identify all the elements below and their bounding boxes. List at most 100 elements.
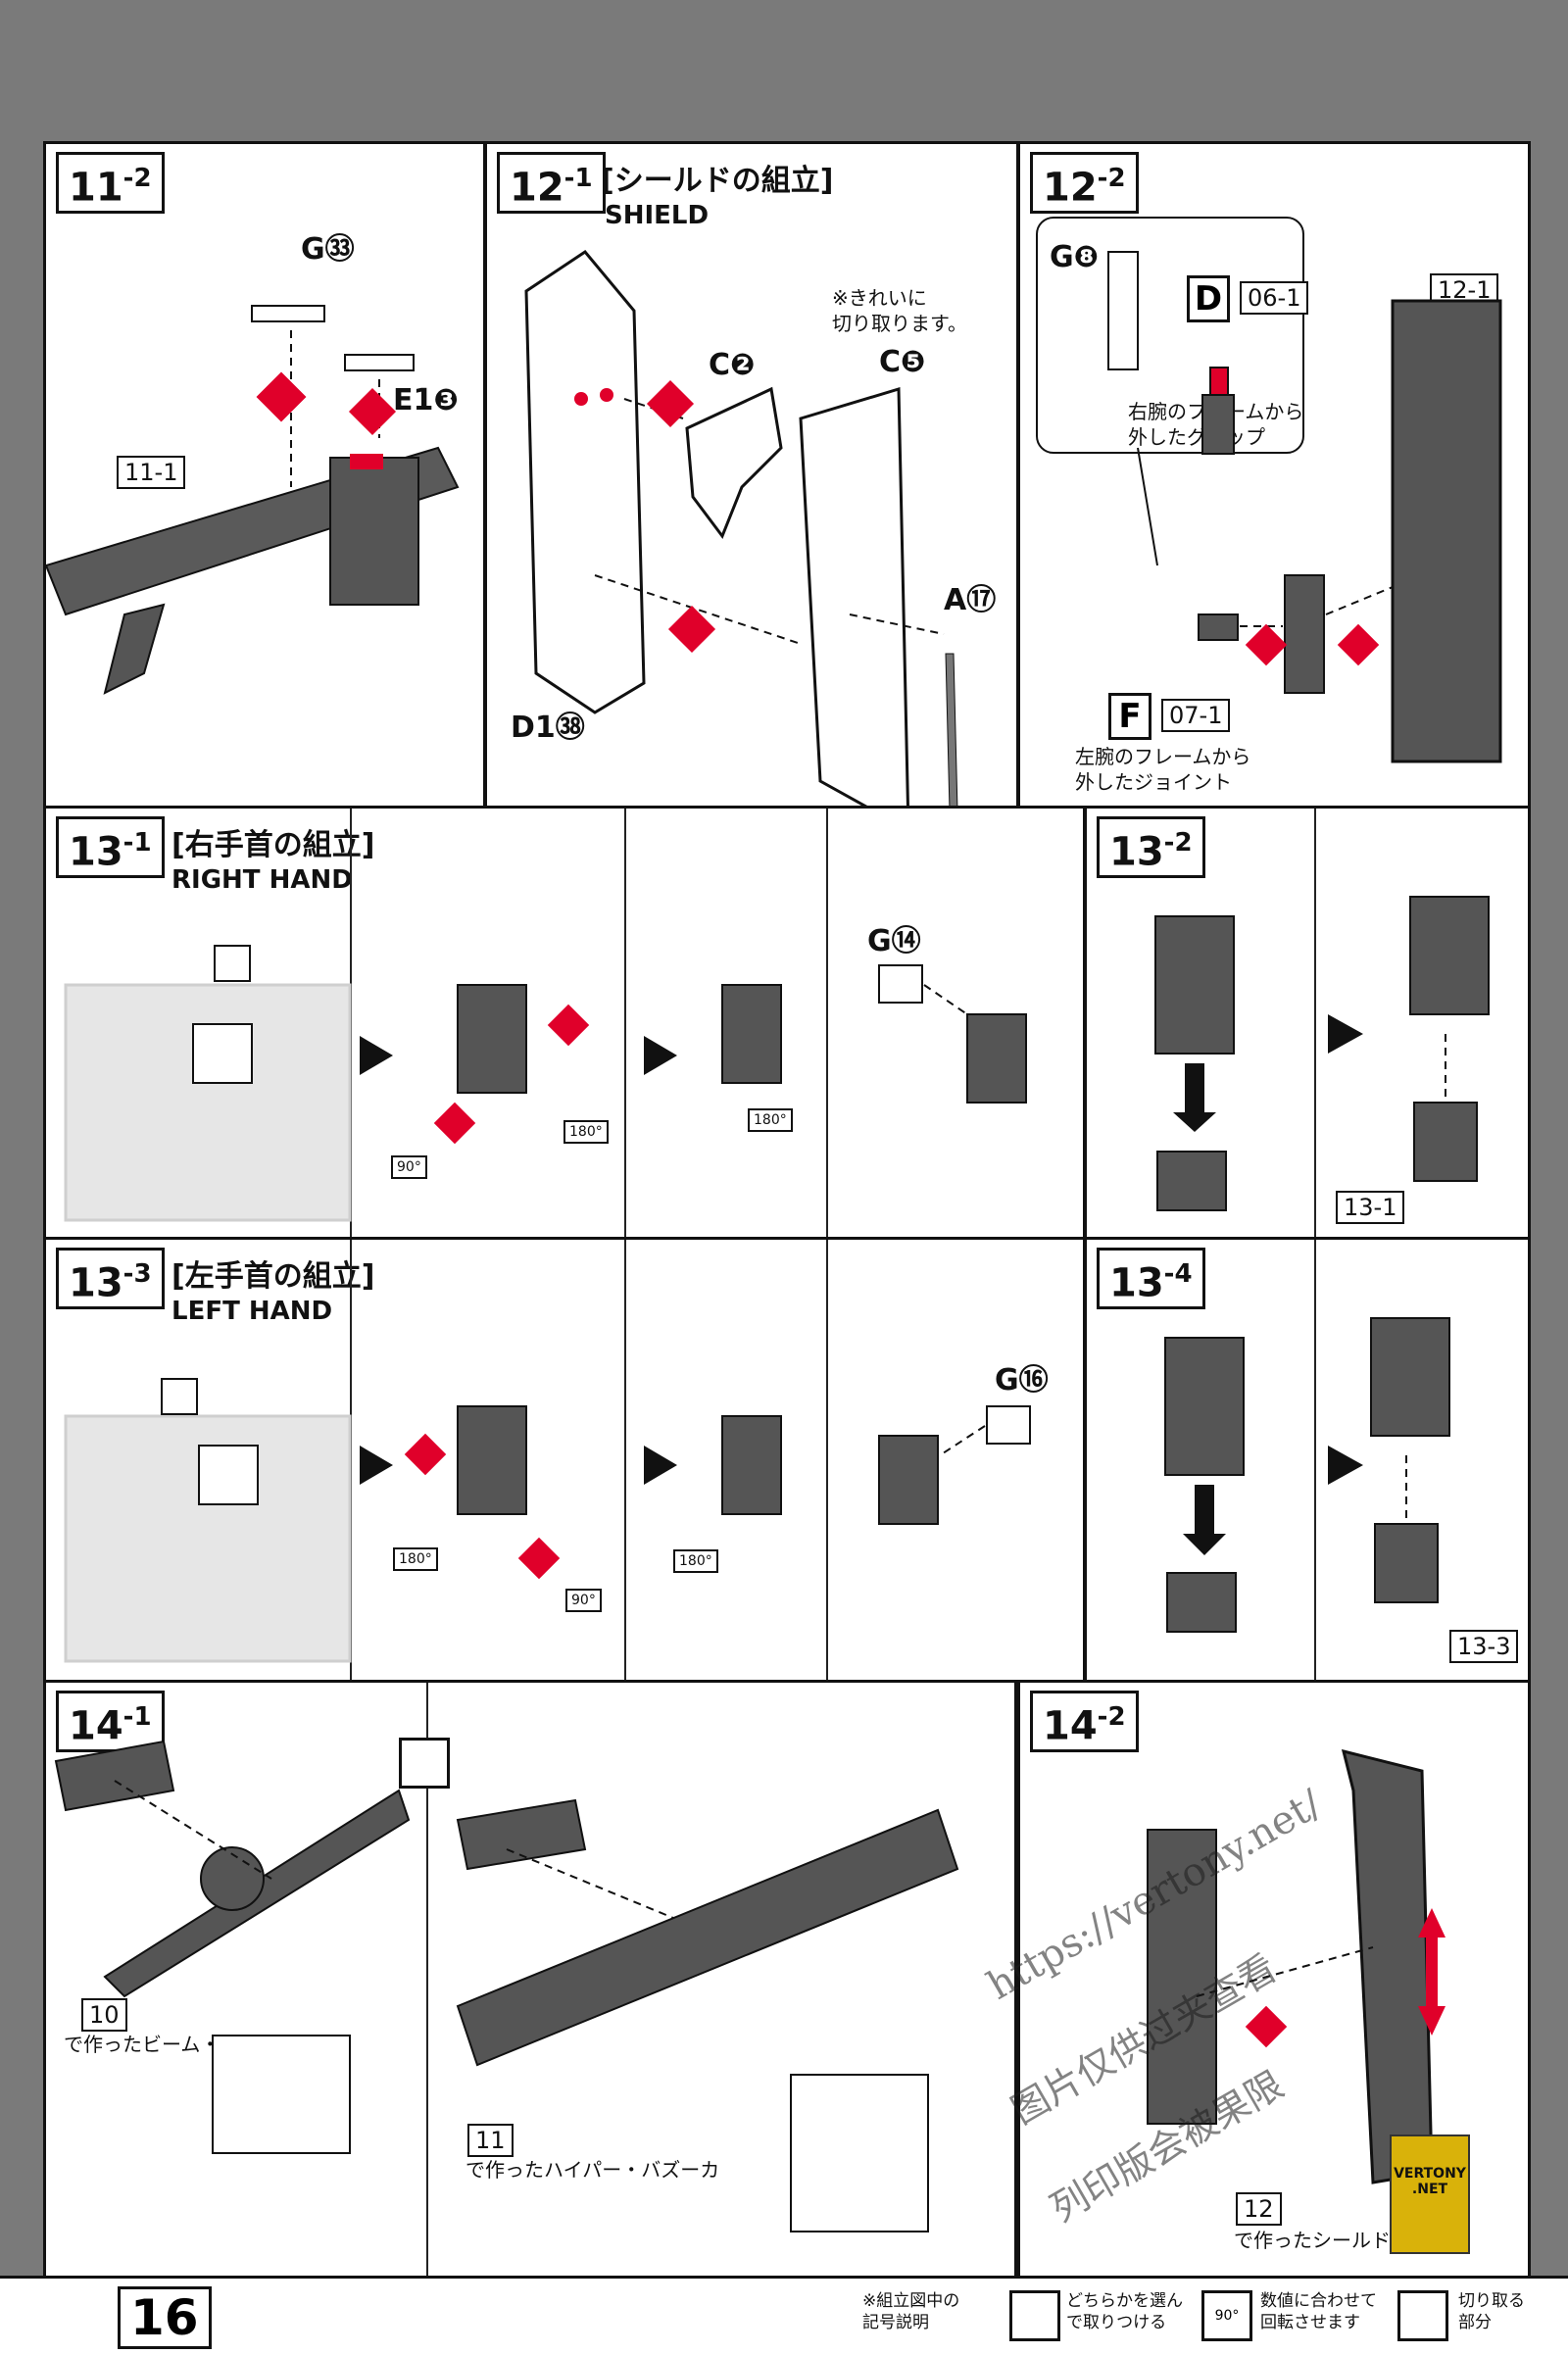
hand-part <box>457 984 527 1094</box>
shield-front-plate <box>799 386 909 807</box>
step-number: 13-1 <box>56 816 165 879</box>
forearm-part <box>1154 915 1235 1055</box>
panel-13-2: 13-2 13-1 <box>1084 806 1531 1241</box>
nipper-icon <box>214 945 251 982</box>
panel-subtitle: SHIELD <box>605 201 710 230</box>
step-main: 13 <box>69 829 123 875</box>
forearm-part <box>1164 1337 1245 1476</box>
forearm-part <box>1370 1317 1450 1437</box>
grip-part <box>1107 251 1139 370</box>
step-number: 12-1 <box>497 152 606 215</box>
vertony-badge: VERTONY .NET <box>1390 2134 1470 2254</box>
next-arrow <box>360 1036 393 1075</box>
ref-step-12: 12 <box>1236 2192 1282 2226</box>
ref-step-11-1: 11-1 <box>117 456 186 489</box>
rotate-90: 90° <box>391 1155 427 1179</box>
rotate-180: 180° <box>393 1547 438 1571</box>
detail-callout <box>790 2074 929 2232</box>
hand-part <box>721 984 782 1084</box>
part-label-c5: C❺ <box>879 345 926 379</box>
panel-13-4: 13-4 13-3 <box>1084 1237 1531 1684</box>
runner-frame <box>64 983 352 1222</box>
step-number: 14-1 <box>56 1691 165 1753</box>
rotate-90: 90° <box>565 1589 602 1612</box>
footer-legend: 16 ※組立図中の 記号説明 どちらかを選ん で取りつける 90° 数値に合わせ… <box>0 2276 1568 2355</box>
ref-step-06-1: 06-1 <box>1240 281 1309 315</box>
divider <box>624 1240 626 1681</box>
panel-title: [シールドの組立] <box>601 164 834 198</box>
hand-part <box>1156 1151 1227 1211</box>
panel-subtitle: RIGHT HAND <box>172 865 353 895</box>
part-label-g8: G❽ <box>1050 240 1100 274</box>
part-e1-shape <box>344 354 415 371</box>
badge-bottom: .NET <box>1411 2182 1448 2197</box>
step-number: 13-4 <box>1097 1248 1205 1310</box>
ref-step-07-1: 07-1 <box>1161 699 1231 732</box>
grip-assembly <box>1284 574 1325 694</box>
step-number: 11-2 <box>56 152 165 215</box>
shield-inner-frame <box>524 250 646 714</box>
step-sub: -1 <box>122 828 152 858</box>
panel-12-2: 12-2 G❽ D 06-1 右腕のフレームから 外したグリップ 12-1 F … <box>1017 141 1531 810</box>
part-label-d1-38: D1㊳ <box>511 711 585 745</box>
divider <box>826 809 828 1238</box>
part-label-g14: G⑭ <box>867 924 921 958</box>
joint-part <box>1198 613 1239 641</box>
joint-note: 左腕のフレームから 外したジョイント <box>1075 745 1251 794</box>
choose-one-icon <box>399 1738 450 1789</box>
runner-tag-f: F <box>1108 693 1152 740</box>
nipper-icon <box>161 1378 198 1415</box>
step-sub: -2 <box>1097 164 1126 193</box>
step-main: 14 <box>69 1703 123 1749</box>
badge-top: VERTONY <box>1394 2166 1466 2182</box>
rotate-icon: 90° <box>1201 2290 1252 2341</box>
part-label-g16: G⑯ <box>995 1363 1049 1398</box>
red-peg <box>1209 367 1229 396</box>
divider <box>1314 1240 1316 1681</box>
step-sub: -4 <box>1163 1259 1193 1289</box>
shield-attach-illustration <box>1147 1748 1446 2184</box>
part-label-a17: A⑰ <box>944 583 997 617</box>
hand-part <box>457 1405 527 1515</box>
hand-part <box>1374 1523 1439 1603</box>
step-main: 12 <box>1043 165 1098 211</box>
divider <box>426 1683 428 2277</box>
page-number: 16 <box>118 2286 212 2349</box>
legend-title: ※組立図中の 記号説明 <box>862 2291 960 2332</box>
forearm-part <box>1409 896 1490 1015</box>
rotate-180: 180° <box>673 1549 718 1573</box>
next-arrow <box>1328 1446 1363 1485</box>
part-g33-shape <box>251 305 325 322</box>
part-g16-shape <box>986 1405 1031 1445</box>
divider <box>826 1240 828 1681</box>
part-label-e1-3: E1❸ <box>393 383 459 417</box>
step-sub: -3 <box>122 1259 152 1289</box>
wrist-illustration <box>1154 896 1490 1211</box>
part-label-g33: G㉝ <box>301 232 355 267</box>
step-sub: -2 <box>1163 828 1193 858</box>
down-arrow <box>1173 1063 1216 1132</box>
hand-part <box>1413 1102 1478 1182</box>
step-sub: -1 <box>564 164 593 193</box>
shield-grip-illustration <box>1107 251 1502 763</box>
bazooka-label: で作ったハイパー・バズーカ <box>466 2158 720 2182</box>
hand-part <box>878 1435 939 1525</box>
nipper-icon <box>1397 2290 1448 2341</box>
divider <box>1314 809 1316 1238</box>
slide-arrow <box>1418 1908 1446 2036</box>
panel-subtitle: LEFT HAND <box>172 1297 333 1326</box>
step-main: 14 <box>1043 1703 1098 1749</box>
bazooka-illustration <box>46 305 460 695</box>
down-arrow <box>1183 1485 1226 1555</box>
step-main: 11 <box>69 165 123 211</box>
legend-choose: どちらかを選ん で取りつける <box>1066 2291 1183 2332</box>
rotate-180: 180° <box>564 1120 609 1144</box>
left-hand-illustration <box>64 1378 1031 1663</box>
part-g14-shape <box>878 964 923 1004</box>
shield-illustration <box>524 250 958 807</box>
attach-point <box>350 454 383 469</box>
legend-rotate: 数値に合わせて 回転させます <box>1260 2291 1377 2332</box>
runner-part-b7 <box>192 1023 253 1084</box>
forearm-part <box>1147 1829 1217 2125</box>
